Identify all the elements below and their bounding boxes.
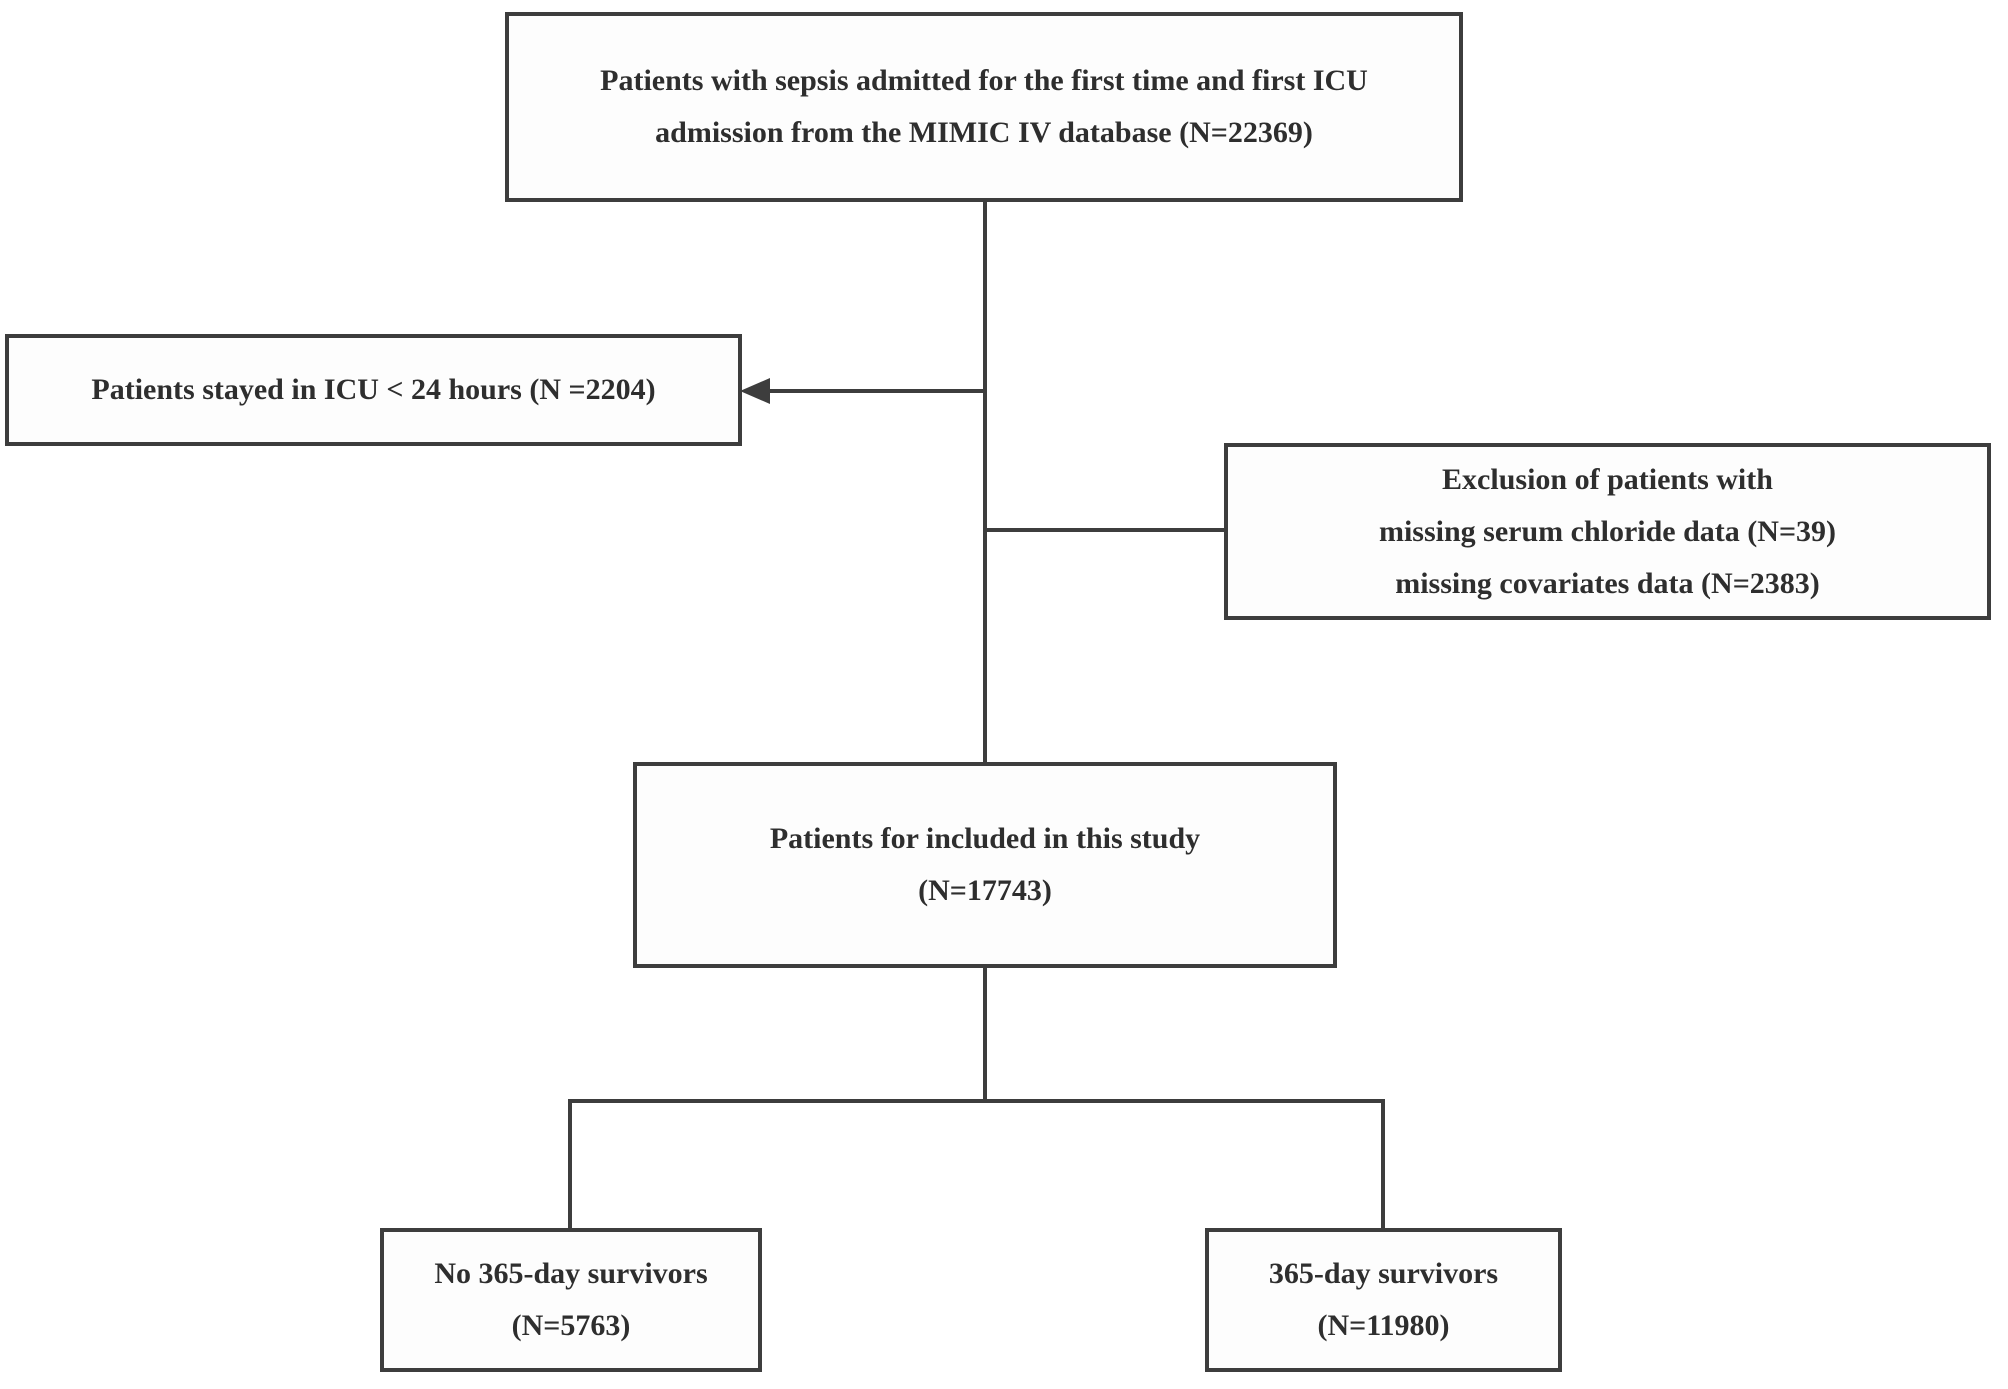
- no-365-day-survivors-text-line1: No 365-day survivors: [434, 1257, 708, 1290]
- 365-day-survivors-text-line1: 365-day survivors: [1268, 1257, 1499, 1290]
- flow-box-included-patients: Patients for included in this study (N=1…: [633, 762, 1337, 968]
- excluded-icu-stay-text: Patients stayed in ICU < 24 hours (N =22…: [91, 373, 656, 406]
- connector-split-bar: [568, 1099, 1385, 1103]
- arrowhead-left-icon: [740, 378, 770, 404]
- exclusion-text-line3: missing covariates data (N=2383): [1395, 566, 1820, 600]
- connector-arrow-to-icu-box: [764, 389, 985, 393]
- included-patients-text-line1: Patients for included in this study: [769, 822, 1201, 855]
- flow-box-excluded-icu-stay: Patients stayed in ICU < 24 hours (N =22…: [5, 334, 742, 446]
- connector-right-drop: [1381, 1099, 1385, 1228]
- connector-trunk-bottom: [983, 968, 987, 1103]
- no-365-day-survivors-text-line2: (N=5763): [511, 1309, 631, 1342]
- included-patients-text-line2: (N=17743): [918, 874, 1052, 907]
- flow-box-exclusion-missing-data: Exclusion of patients with missing serum…: [1224, 443, 1991, 620]
- source-population-text-line1: Patients with sepsis admitted for the fi…: [600, 64, 1368, 97]
- 365-day-survivors-text-line2: (N=11980): [1317, 1309, 1450, 1342]
- connector-to-exclusion-box: [985, 528, 1224, 532]
- connector-left-drop: [568, 1099, 572, 1228]
- source-population-text-line2: admission from the MIMIC IV database (N=…: [655, 116, 1313, 149]
- flow-box-no-365-day-survivors: No 365-day survivors (N=5763): [380, 1228, 762, 1372]
- exclusion-text-line1: Exclusion of patients with: [1442, 462, 1773, 496]
- flow-box-365-day-survivors: 365-day survivors (N=11980): [1205, 1228, 1562, 1372]
- exclusion-text-line2: missing serum chloride data (N=39): [1378, 514, 1837, 548]
- connector-trunk-top: [983, 202, 987, 762]
- flow-box-source-population: Patients with sepsis admitted for the fi…: [505, 12, 1463, 202]
